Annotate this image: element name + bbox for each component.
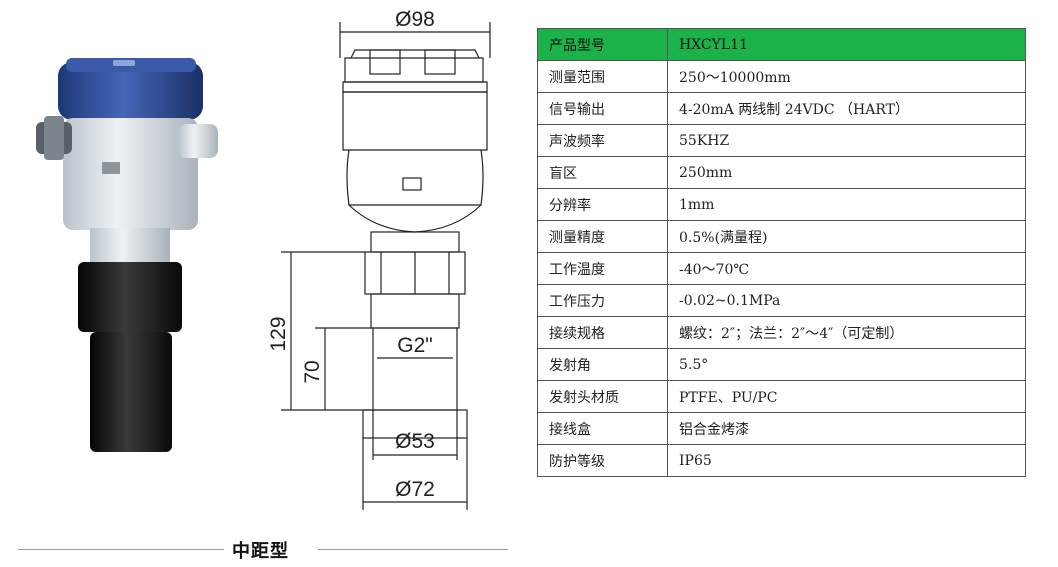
dim-thread: G2" [397, 334, 432, 357]
level-meter-image [36, 58, 218, 452]
spec-key: 工作温度 [537, 252, 668, 285]
spec-table: 产品型号 HXCYL11 测量范围 250～10000mm 信号输出 4-20m… [537, 28, 1026, 477]
spec-value: 4-20mA 两线制 24VDC （HART） [667, 92, 1026, 125]
spec-value: -0.02~0.1MPa [667, 284, 1026, 317]
caption-rule-left [18, 549, 224, 550]
spec-value: 250～10000mm [667, 60, 1026, 93]
spec-row: 防护等级 IP65 [537, 444, 1026, 477]
spec-key: 接续规格 [537, 316, 668, 349]
spec-row: 测量精度 0.5%(满量程) [537, 220, 1026, 253]
product-photo [18, 50, 248, 470]
spec-row-header: 产品型号 HXCYL11 [537, 28, 1026, 61]
spec-row: 工作温度 -40～70℃ [537, 252, 1026, 285]
spec-key: 工作压力 [537, 284, 668, 317]
spec-key: 发射角 [537, 348, 668, 381]
spec-key: 发射头材质 [537, 380, 668, 413]
spec-key: 测量精度 [537, 220, 668, 253]
spec-key: 产品型号 [537, 28, 668, 61]
dimension-drawing-svg: Ø98 129 70 G2" Ø53 Ø72 [267, 8, 491, 510]
spec-key: 声波频率 [537, 124, 668, 157]
spec-row: 声波频率 55KHZ [537, 124, 1026, 157]
dim-height-thread: 70 [301, 360, 324, 383]
caption-text: 中距型 [232, 541, 289, 562]
spec-row: 分辨率 1mm [537, 188, 1026, 221]
spec-row: 发射角 5.5° [537, 348, 1026, 381]
spec-value: 5.5° [667, 348, 1026, 381]
dim-bottom-outer: Ø72 [395, 478, 435, 501]
spec-value: 250mm [667, 156, 1026, 189]
spec-row: 测量范围 250～10000mm [537, 60, 1026, 93]
spec-key: 信号输出 [537, 92, 668, 125]
spec-row: 盲区 250mm [537, 156, 1026, 189]
caption: 中距型 [0, 534, 520, 564]
dim-top-width: Ø98 [395, 8, 435, 31]
spec-value: -40～70℃ [667, 252, 1026, 285]
spec-key: 分辨率 [537, 188, 668, 221]
spec-row: 接线盒 铝合金烤漆 [537, 412, 1026, 445]
spec-row: 接续规格 螺纹：2″；法兰：2″～4″（可定制） [537, 316, 1026, 349]
spec-value: 1mm [667, 188, 1026, 221]
spec-key: 防护等级 [537, 444, 668, 477]
spec-value: HXCYL11 [667, 28, 1026, 61]
spec-row: 信号输出 4-20mA 两线制 24VDC （HART） [537, 92, 1026, 125]
spec-row: 工作压力 -0.02~0.1MPa [537, 284, 1026, 317]
spec-row: 发射头材质 PTFE、PU/PC [537, 380, 1026, 413]
spec-key: 测量范围 [537, 60, 668, 93]
spec-value: IP65 [667, 444, 1026, 477]
spec-key: 盲区 [537, 156, 668, 189]
spec-value: 铝合金烤漆 [667, 412, 1026, 445]
spec-value: PTFE、PU/PC [667, 380, 1026, 413]
dim-height-total: 129 [267, 316, 290, 351]
spec-key: 接线盒 [537, 412, 668, 445]
spec-value: 55KHZ [667, 124, 1026, 157]
spec-value: 0.5%(满量程) [667, 220, 1026, 253]
spec-value: 螺纹：2″；法兰：2″～4″（可定制） [667, 316, 1026, 349]
dim-bottom-inner: Ø53 [395, 430, 435, 453]
caption-rule-right [318, 549, 508, 550]
dimension-drawing: Ø98 129 70 G2" Ø53 Ø72 [255, 0, 515, 520]
